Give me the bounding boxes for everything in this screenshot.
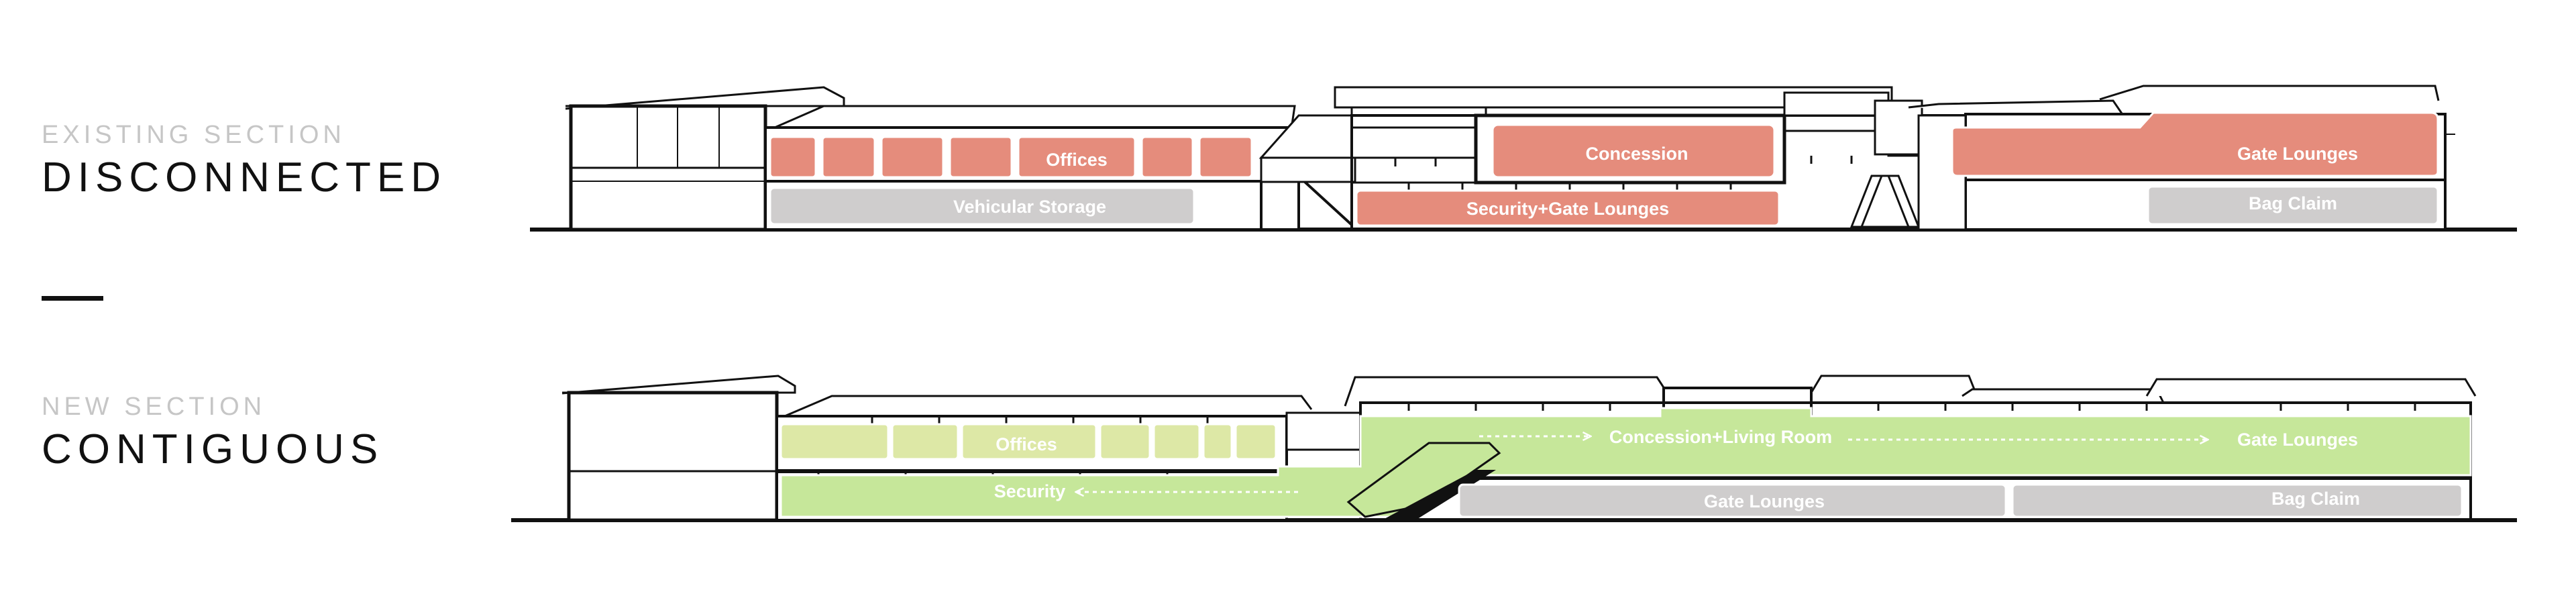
new-section-headline: CONTIGUOUS xyxy=(42,426,384,473)
existing-left-pavilion xyxy=(565,86,845,232)
new-security-label: Security xyxy=(994,481,1066,501)
new-central-hall xyxy=(1344,375,2477,522)
new-gate-lounges-lower-block: Gate Lounges xyxy=(1458,483,2007,518)
existing-ceiling-ticks xyxy=(1394,156,1853,191)
new-flow-arrows xyxy=(1077,436,2207,492)
existing-escalator xyxy=(1849,99,1923,228)
existing-connector xyxy=(1258,114,1356,230)
existing-section-headline: DISCONNECTED xyxy=(42,154,447,201)
existing-offices-label: Offices xyxy=(1046,150,1108,170)
new-gate-lounges-upper-label: Gate Lounges xyxy=(2237,430,2358,450)
new-gate-lounges-lower-label: Gate Lounges xyxy=(1704,491,1825,511)
existing-section-label: EXISTING SECTION DISCONNECTED xyxy=(42,121,447,201)
new-section-kicker: NEW SECTION xyxy=(42,393,266,421)
existing-security-gate-lounges-label: Security+Gate Lounges xyxy=(1466,199,1669,219)
new-section-label: NEW SECTION CONTIGUOUS xyxy=(42,393,384,473)
new-bag-claim-label: Bag Claim xyxy=(2271,489,2360,509)
existing-bag-claim-block: Bag Claim xyxy=(2147,185,2439,226)
new-offices-block: Offices xyxy=(780,423,1277,460)
new-contiguous-program xyxy=(780,407,2472,520)
existing-bag-claim-label: Bag Claim xyxy=(2249,193,2337,213)
new-concession-living-room-label: Concession+Living Room xyxy=(1609,427,1832,447)
existing-concession-label: Concession xyxy=(1585,144,1688,164)
existing-security-gate-lounges-block: Security+Gate Lounges xyxy=(1355,189,1780,227)
existing-gate-lounges-block: Gate Lounges xyxy=(1951,111,2439,177)
existing-section-drawing: Offices Vehicular Storage Concession Sec… xyxy=(530,85,2517,232)
existing-vehicular-storage-label: Vehicular Storage xyxy=(953,197,1106,217)
existing-section-kicker: EXISTING SECTION xyxy=(42,121,345,149)
existing-vehicular-storage-block: Vehicular Storage xyxy=(769,187,1195,226)
existing-concession-block: Concession xyxy=(1491,123,1776,179)
new-ceiling-ticks xyxy=(817,403,2416,479)
new-left-pavilion xyxy=(561,375,796,522)
existing-gate-lounges-label: Gate Lounges xyxy=(2237,144,2358,164)
existing-offices-block: Offices xyxy=(769,136,1253,179)
new-section-drawing: Offices Gate Lounges Bag Claim xyxy=(511,375,2517,522)
new-offices-label: Offices xyxy=(996,434,1057,454)
section-divider xyxy=(42,296,103,301)
new-bag-claim-block: Bag Claim xyxy=(2011,483,2463,518)
